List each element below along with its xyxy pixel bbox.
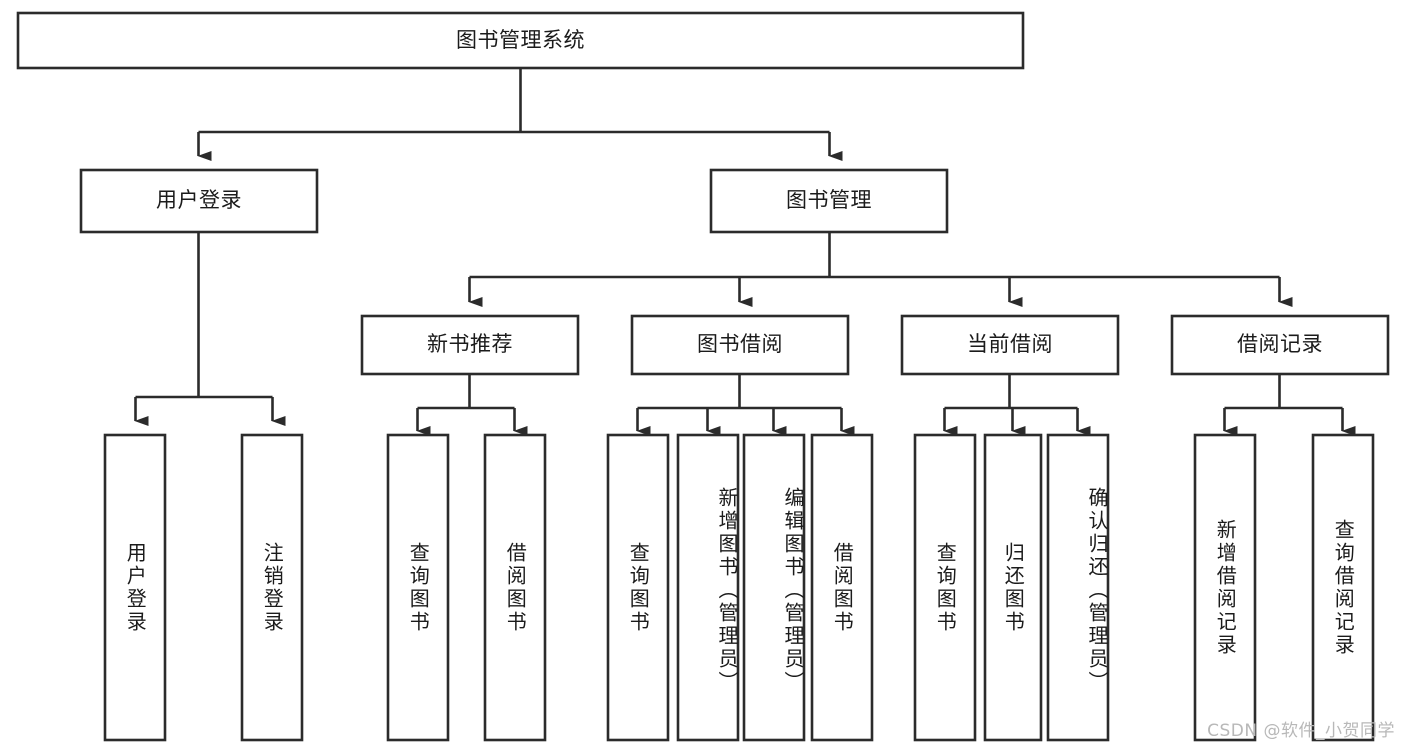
node-new-book-rec-box[interactable] [360, 314, 580, 376]
node-book-manage-box[interactable] [709, 168, 949, 234]
leaf-box-bb-add-book[interactable] [676, 433, 740, 742]
leaf-box-logout-login[interactable] [240, 433, 304, 742]
leaf-box-cb-confirm-return[interactable] [1046, 433, 1110, 742]
leaf-box-bb-edit-book[interactable] [742, 433, 806, 742]
node-book-borrow-box[interactable] [630, 314, 850, 376]
leaf-box-nbr-borrow-book[interactable] [483, 433, 547, 742]
node-root-box[interactable] [16, 11, 1025, 70]
node-current-borrow-box[interactable] [900, 314, 1120, 376]
leaf-box-bb-borrow-book[interactable] [810, 433, 874, 742]
csdn-watermark: CSDN @软件_小贺同学 [1207, 721, 1395, 741]
node-user-login-box[interactable] [79, 168, 319, 234]
node-borrow-record-box[interactable] [1170, 314, 1390, 376]
leaf-box-cb-query-book[interactable] [913, 433, 977, 742]
leaf-box-br-query-record[interactable] [1311, 433, 1375, 742]
leaf-box-nbr-query-book[interactable] [386, 433, 450, 742]
leaf-box-cb-return-book[interactable] [983, 433, 1043, 742]
leaf-box-br-add-record[interactable] [1193, 433, 1257, 742]
leaf-box-user-login[interactable] [103, 433, 167, 742]
leaf-box-bb-query-book[interactable] [606, 433, 670, 742]
